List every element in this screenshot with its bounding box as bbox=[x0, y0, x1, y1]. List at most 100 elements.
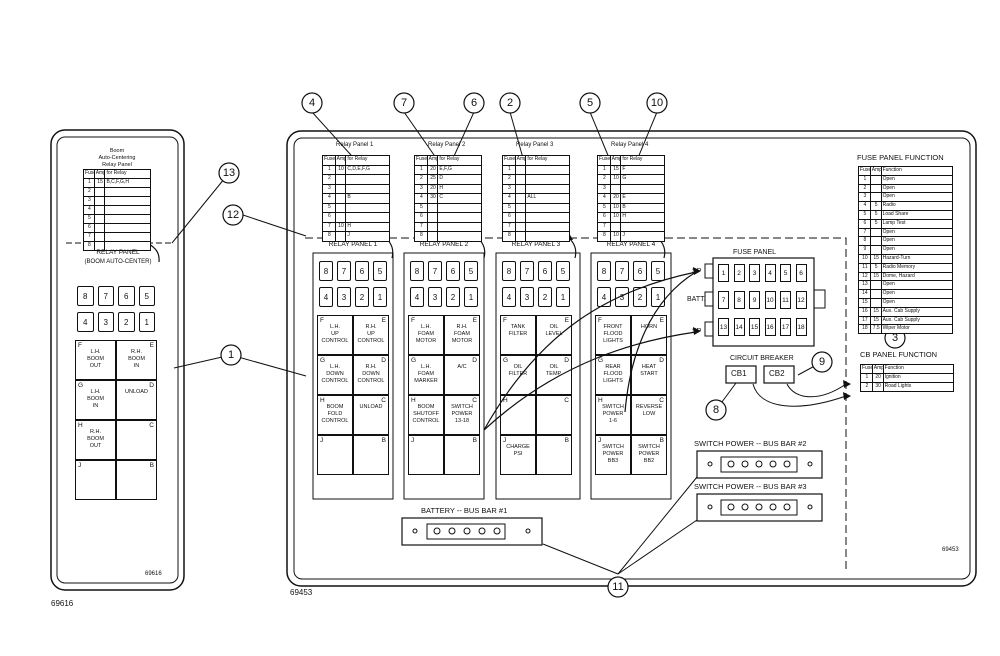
table-cell: 15 bbox=[871, 307, 882, 316]
table-cell bbox=[438, 213, 481, 222]
relay-panel-3-relay-slot: 7 bbox=[520, 261, 534, 281]
fuse-slot: 10 bbox=[764, 291, 776, 309]
table-cell: 8 bbox=[598, 232, 611, 241]
table-cell: 3 bbox=[323, 184, 336, 193]
cell-function: SWITCH POWER BB2 bbox=[638, 444, 660, 464]
table-cell: 2 bbox=[861, 383, 873, 391]
table-cell: 8 bbox=[503, 232, 516, 241]
table-cell: G bbox=[622, 175, 627, 181]
table-cell: for Relay bbox=[347, 156, 368, 162]
cell-letter: J bbox=[411, 437, 415, 444]
table-cell bbox=[105, 233, 150, 241]
bus-terminal bbox=[433, 527, 441, 535]
left-panel-relay-slot: 2 bbox=[118, 312, 135, 332]
cell-letter: F bbox=[78, 342, 82, 349]
table-cell: 4 bbox=[84, 206, 95, 214]
cell-letter: F bbox=[598, 317, 602, 324]
relay-panel-3-relay-slot: 1 bbox=[556, 287, 570, 307]
cell-letter: B bbox=[564, 437, 569, 444]
table-cell: E bbox=[622, 194, 626, 200]
table-cell bbox=[336, 194, 347, 203]
cell-letter: C bbox=[149, 422, 154, 429]
table-cell bbox=[871, 298, 882, 307]
table-cell: 2 bbox=[84, 188, 95, 196]
table-cell: H bbox=[347, 222, 351, 229]
mount-hole bbox=[412, 528, 418, 534]
table-cell: 10 bbox=[611, 203, 622, 212]
table-cell bbox=[526, 185, 569, 194]
fuse-slot: 16 bbox=[764, 318, 776, 336]
table-row: 7 bbox=[84, 233, 150, 242]
table-cell: 2 bbox=[503, 175, 516, 184]
table-cell: Amp bbox=[516, 156, 527, 165]
cell-letter: H bbox=[598, 397, 603, 404]
table-cell: 30 bbox=[873, 383, 884, 391]
table-cell bbox=[871, 290, 882, 298]
table-cell: 15 bbox=[871, 316, 882, 325]
table-cell: 13 bbox=[859, 281, 871, 290]
table-cell: 8 bbox=[859, 237, 871, 246]
bus-terminal bbox=[741, 503, 749, 511]
table-cell: 1 bbox=[861, 374, 873, 382]
table-cell bbox=[621, 223, 664, 232]
table-cell: Open bbox=[882, 298, 895, 305]
table-cell: 5 bbox=[323, 203, 336, 212]
relay-panel-3-frame bbox=[495, 252, 581, 500]
table-cell bbox=[438, 204, 481, 213]
table-cell: 9 bbox=[859, 246, 871, 254]
table-cell bbox=[871, 193, 882, 202]
table-cell: 12 bbox=[859, 272, 871, 281]
table-cell: Radio Memory bbox=[882, 263, 916, 270]
table-row: 5 bbox=[323, 203, 389, 213]
table-cell: 7 bbox=[84, 233, 95, 241]
table-cell: 1 bbox=[859, 175, 871, 184]
table-cell: Function bbox=[884, 365, 904, 371]
cell-function: R.H. FOAM MOTOR bbox=[451, 324, 473, 344]
table-cell: 15 bbox=[859, 298, 871, 307]
relay-panel-1-relay-slot: 3 bbox=[337, 287, 351, 307]
table-cell: 7 bbox=[503, 222, 516, 231]
callout-5: 5 bbox=[586, 97, 594, 109]
bus-bar-3-inner bbox=[720, 499, 798, 516]
code-left-panel: 69616 bbox=[145, 571, 162, 577]
fuse-panel-label: FUSE PANEL bbox=[733, 249, 777, 256]
callout-11: 11 bbox=[612, 581, 624, 593]
table-cell: B,C,F,G,H bbox=[106, 179, 129, 185]
bus-terminal bbox=[727, 460, 735, 468]
table-cell bbox=[526, 223, 569, 232]
bus-terminal bbox=[448, 527, 456, 535]
table-row: 7 bbox=[598, 222, 664, 232]
table-cell: 15 bbox=[95, 179, 106, 187]
cell-function: R.H. UP CONTROL bbox=[357, 324, 385, 344]
table-cell: Hazard-Turn bbox=[882, 254, 911, 261]
table-cell: Amp bbox=[336, 156, 347, 165]
callout-2: 2 bbox=[506, 97, 514, 109]
table-cell bbox=[346, 175, 389, 184]
relay-panel-1-relay-slot: 5 bbox=[373, 261, 387, 281]
cell-letter: D bbox=[564, 357, 569, 364]
table-cell bbox=[105, 197, 150, 205]
table-cell bbox=[516, 184, 527, 193]
table-cell: 15 bbox=[611, 165, 622, 174]
table-cell: for Relay bbox=[622, 156, 643, 162]
table-cell: 7.5 bbox=[872, 325, 882, 334]
cell-function: R.H. BOOM IN bbox=[128, 349, 145, 369]
